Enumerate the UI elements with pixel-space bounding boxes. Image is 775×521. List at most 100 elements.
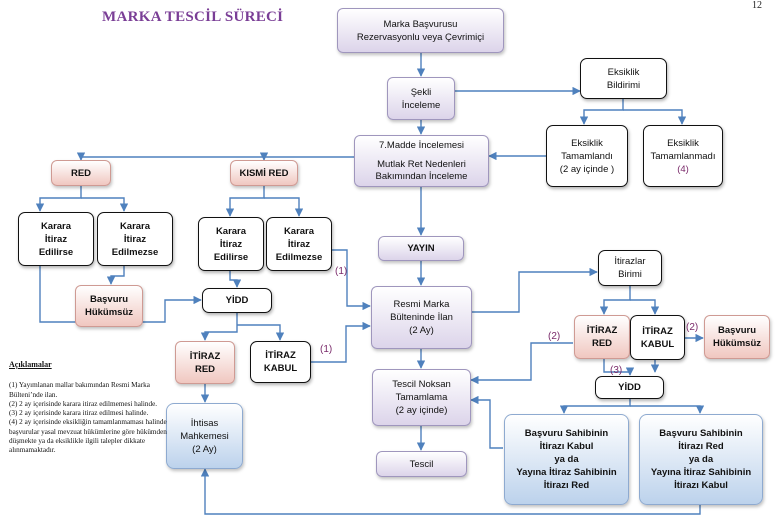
deficiency-completed-box: Eksiklik Tamamlandı (2 ay içinde ) xyxy=(546,125,628,187)
box-line: KABUL xyxy=(640,338,675,350)
explanation-item: (1) Yayımlanan mallar bakımından Resmi M… xyxy=(9,381,150,399)
partial-appeal-filed-box: Karara İtiraz Edilirse xyxy=(198,217,264,271)
box-line: İtirazı Red xyxy=(543,480,590,491)
box-line: RED xyxy=(194,363,216,375)
box-line: Şekli xyxy=(410,86,432,98)
formal-examination-box: Şekli İnceleme xyxy=(387,77,455,120)
box-line: (2 ay içinde) xyxy=(395,405,448,416)
box-line: Karara xyxy=(215,225,247,237)
explanations-heading: Açıklamalar xyxy=(9,360,52,369)
explanation-item: (4) 2 ay içerisinde eksikliğin tamamlanm… xyxy=(9,418,167,455)
box-line: Edilmezse xyxy=(111,246,159,258)
box-line: YİDD xyxy=(225,295,249,306)
box-line: Edilirse xyxy=(38,246,74,258)
box-line: Tamamlanmadı xyxy=(650,150,716,162)
appeal-rejected-box: İTİRAZ RED xyxy=(175,341,235,384)
box-line: Tamamlandı xyxy=(561,150,613,162)
box-line: YAYIN xyxy=(407,243,435,254)
box-line: İtirazı Red xyxy=(678,441,724,452)
box-line: Hükümsüz xyxy=(84,307,134,318)
box-line: Rezervasyonlu veya Çevrimiçi xyxy=(356,31,485,43)
box-line: ya da xyxy=(554,454,579,465)
box-line: Bildirimi xyxy=(606,79,641,91)
box-line: RED xyxy=(591,338,613,349)
box-line: Yayına İtiraz Sahibinin xyxy=(516,467,617,478)
box-line: Başvuru xyxy=(717,325,756,336)
box-line: Birimi xyxy=(618,269,642,280)
box-line: YİDD xyxy=(618,382,641,393)
deficiency-notice-box: Eksiklik Bildirimi xyxy=(580,58,667,99)
yidd-box-2: YİDD xyxy=(595,376,664,399)
explanation-item: (2) 2 ay içerisinde karara itiraz edilme… xyxy=(9,399,158,408)
box-line: KABUL xyxy=(263,363,298,374)
box-line: İtiraz xyxy=(123,233,147,245)
specialized-court-box: İhtisas Mahkemesi (2 Ay) xyxy=(166,403,243,469)
yidd-box: YİDD xyxy=(202,288,272,313)
footnote-marker-2: (2) xyxy=(686,322,699,333)
box-line: Karara xyxy=(40,220,72,232)
publication-box: YAYIN xyxy=(378,236,464,261)
box-line: İnceleme xyxy=(401,99,441,111)
box-line: Eksiklik xyxy=(667,137,699,149)
box-line: Karara xyxy=(119,220,151,232)
registration-box: Tescil xyxy=(376,451,467,477)
box-line: İTİRAZ xyxy=(265,350,296,361)
footnote-marker-1: (1) xyxy=(335,266,348,277)
registration-completion-box: Tescil Noksan Tamamlama (2 ay içinde) xyxy=(372,369,471,426)
box-line: Başvuru xyxy=(89,294,128,305)
appeal-not-filed-box: Karara İtiraz Edilmezse xyxy=(97,212,173,266)
box-line: İhtisas xyxy=(190,417,219,429)
box-line: ya da xyxy=(688,454,714,465)
box-line: İTİRAZ xyxy=(642,325,673,337)
objection-rejected-box: İTİRAZ RED xyxy=(574,315,630,359)
footnote-marker-2: (2) xyxy=(548,331,561,342)
box-line: İTİRAZ xyxy=(586,325,618,336)
box-line: Tamamlama xyxy=(395,392,448,403)
outcome-box-2: Başvuru Sahibinin İtirazı Red ya da Yayı… xyxy=(639,414,763,505)
partial-appeal-not-filed-box: Karara İtiraz Edilmezse xyxy=(266,217,332,271)
box-line: Bülteninde İlan xyxy=(390,312,453,323)
box-line: Eksiklik xyxy=(607,66,640,78)
footnote-marker-3: (3) xyxy=(610,365,623,376)
box-line: İtiraz xyxy=(44,233,68,245)
box-line: Mahkemesi xyxy=(180,430,229,442)
box-line: Edilmezse xyxy=(275,251,323,263)
box-line: İtirazlar xyxy=(614,256,646,267)
box-line: Mutlak Ret Nedenleri xyxy=(377,158,466,170)
outcome-box-1: Başvuru Sahibinin İtirazı Kabul ya da Ya… xyxy=(504,414,629,505)
box-line: İtirazı Kabul xyxy=(539,441,594,452)
box-line: (2 Ay) xyxy=(409,325,434,336)
box-line: Başvuru Sahibinin xyxy=(659,428,743,439)
objections-unit-box: İtirazlar Birimi xyxy=(598,250,662,286)
box-line: (2 Ay) xyxy=(192,443,217,455)
box-line: Edilirse xyxy=(213,251,249,263)
box-line: İtiraz xyxy=(287,238,311,250)
official-bulletin-box: Resmi Marka Bülteninde İlan (2 Ay) xyxy=(371,286,472,349)
box-line: Bakımından İnceleme xyxy=(375,170,468,182)
box-line: Marka Başvurusu xyxy=(383,18,458,30)
appeal-filed-box: Karara İtiraz Edilirse xyxy=(18,212,94,266)
trademark-application-box: Marka Başvurusu Rezervasyonlu veya Çevri… xyxy=(337,8,504,53)
box-line: Tescil xyxy=(409,458,434,470)
box-line: İTİRAZ xyxy=(189,350,221,362)
box-line: Başvuru Sahibinin xyxy=(524,428,609,439)
deficiency-not-completed-box: Eksiklik Tamamlanmadı (4) xyxy=(643,125,723,187)
appeal-accepted-box: İTİRAZ KABUL xyxy=(250,341,311,383)
diagram-title: MARKA TESCİL SÜRECİ xyxy=(102,9,284,25)
box-line: Karara xyxy=(283,225,315,237)
application-void-box-2: Başvuru Hükümsüz xyxy=(704,315,770,359)
box-line: Resmi Marka xyxy=(393,299,450,310)
article-7-examination-box: 7.Madde İncelemesi Mutlak Ret Nedenleri … xyxy=(354,135,489,187)
explanation-item: (3) 2 ay içerisinde karara itiraz edilme… xyxy=(9,409,149,418)
rejection-box: RED xyxy=(51,160,111,186)
box-line: KISMİ RED xyxy=(239,167,289,179)
box-line: Tescil Noksan xyxy=(392,379,451,390)
objection-accepted-box: İTİRAZ KABUL xyxy=(630,315,685,360)
box-line: (2 ay içinde ) xyxy=(559,163,615,175)
partial-rejection-box: KISMİ RED xyxy=(230,160,298,186)
page-number: 12 xyxy=(752,0,762,11)
box-line: İtirazı Kabul xyxy=(674,480,728,491)
footnote-marker-1: (1) xyxy=(320,344,333,355)
explanations: Açıklamalar (1) Yayımlanan mallar bakımı… xyxy=(9,360,169,456)
